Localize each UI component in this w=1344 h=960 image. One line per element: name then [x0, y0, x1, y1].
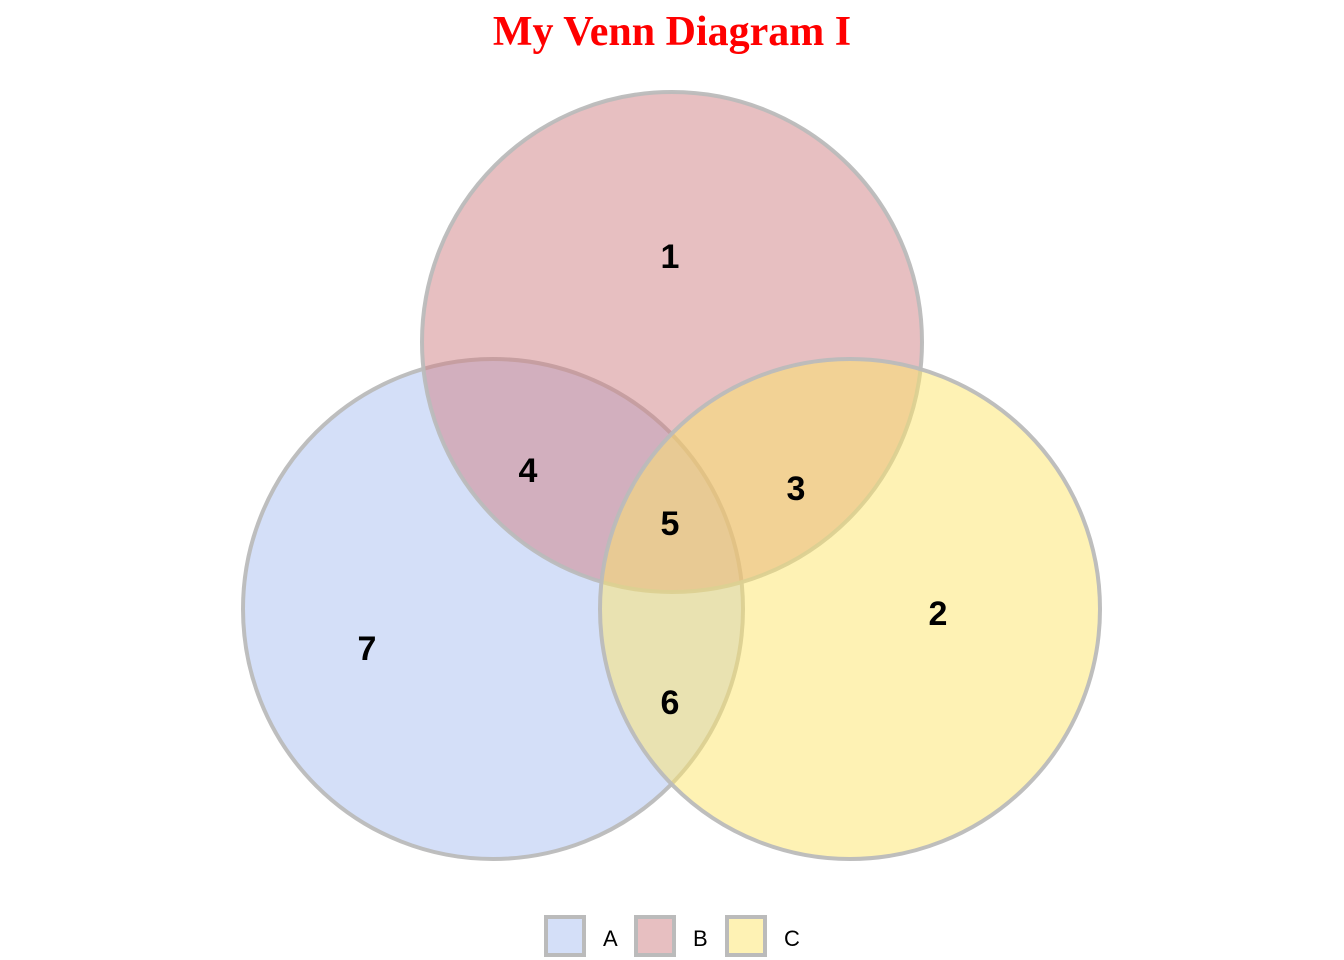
- region-a-and-c-label: 6: [661, 684, 680, 722]
- legend-label-b: B: [693, 926, 708, 951]
- region-c-only-label: 2: [929, 595, 948, 633]
- legend-label-a: A: [603, 926, 618, 951]
- region-a-b-c-label: 5: [661, 505, 680, 543]
- legend-swatch-b: [634, 915, 676, 957]
- legend-label-c: C: [784, 926, 800, 951]
- region-a-and-b-label: 4: [519, 452, 538, 490]
- set-c-circle: [598, 357, 1102, 861]
- region-a-only-label: 7: [358, 630, 377, 668]
- region-b-only-label: 1: [661, 238, 680, 276]
- legend-swatch-c: [725, 915, 767, 957]
- diagram-title: My Venn Diagram I: [493, 9, 851, 55]
- legend-swatch-a: [544, 915, 586, 957]
- region-b-and-c-label: 3: [787, 470, 806, 508]
- legend: A B C: [544, 915, 800, 957]
